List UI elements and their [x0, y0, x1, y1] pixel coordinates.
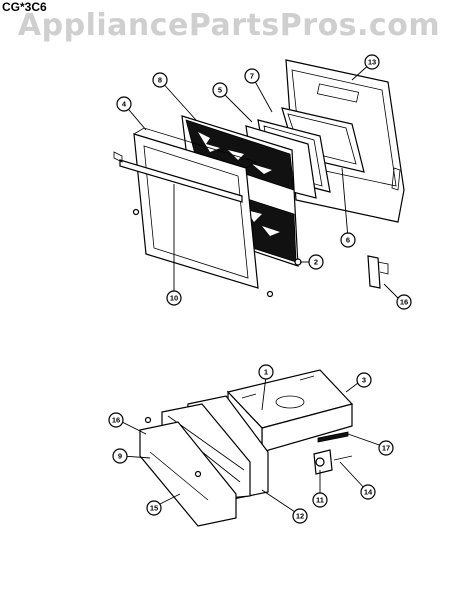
- callout-6: 6: [340, 232, 356, 248]
- callout-16-lower-label: 16: [112, 416, 120, 425]
- callout-13: 13: [364, 54, 380, 70]
- callout-17: 17: [378, 440, 394, 456]
- callout-10: 10: [166, 290, 182, 306]
- callout-2-label: 2: [314, 258, 318, 267]
- drawer-rail: [317, 431, 349, 443]
- callout-7-upper-label: 7: [250, 72, 254, 81]
- callout-9-label: 9: [118, 452, 122, 461]
- model-number: CG*3C6: [2, 0, 47, 14]
- callout-14: 14: [360, 484, 376, 500]
- callout-17-label: 17: [382, 444, 390, 453]
- callout-10-label: 10: [170, 294, 178, 303]
- callout-14-label: 14: [364, 488, 373, 497]
- callout-8: 8: [152, 72, 168, 88]
- callout-8-label: 8: [158, 76, 162, 85]
- outer-door-frame: [133, 127, 259, 289]
- callout-15-label: 15: [150, 504, 158, 513]
- callout-12-label: 12: [296, 512, 304, 521]
- callout-2: 2: [308, 254, 324, 270]
- callout-3-label: 3: [362, 376, 366, 385]
- callout-1: 1: [258, 364, 274, 380]
- callout-9: 9: [112, 448, 128, 464]
- callout-16-lower: 16: [108, 412, 124, 428]
- drawer-roller-bracket: [313, 449, 353, 475]
- callout-5-label: 5: [218, 86, 222, 95]
- callout-11-label: 11: [316, 496, 324, 505]
- callout-3: 3: [356, 372, 372, 388]
- callout-12: 12: [292, 508, 308, 524]
- screw: [132, 208, 302, 298]
- callout-7-upper: 7: [244, 68, 260, 84]
- callout-6-label: 6: [346, 236, 350, 245]
- callout-16-upper-label: 16: [400, 298, 408, 307]
- drawer-front-panel: [139, 416, 237, 527]
- callout-5: 5: [212, 82, 228, 98]
- callout-1-label: 1: [264, 368, 268, 377]
- watermark: AppliancePartsPros.com: [17, 8, 441, 43]
- callout-13-label: 13: [368, 58, 376, 67]
- door-trim-strip: [113, 151, 243, 203]
- callout-11: 11: [312, 492, 328, 508]
- callout-4: 4: [116, 96, 132, 112]
- callout-4-label: 4: [122, 100, 127, 109]
- callout-16-upper: 16: [396, 294, 412, 310]
- callout-15: 15: [146, 500, 162, 516]
- door-hinge: [367, 255, 389, 289]
